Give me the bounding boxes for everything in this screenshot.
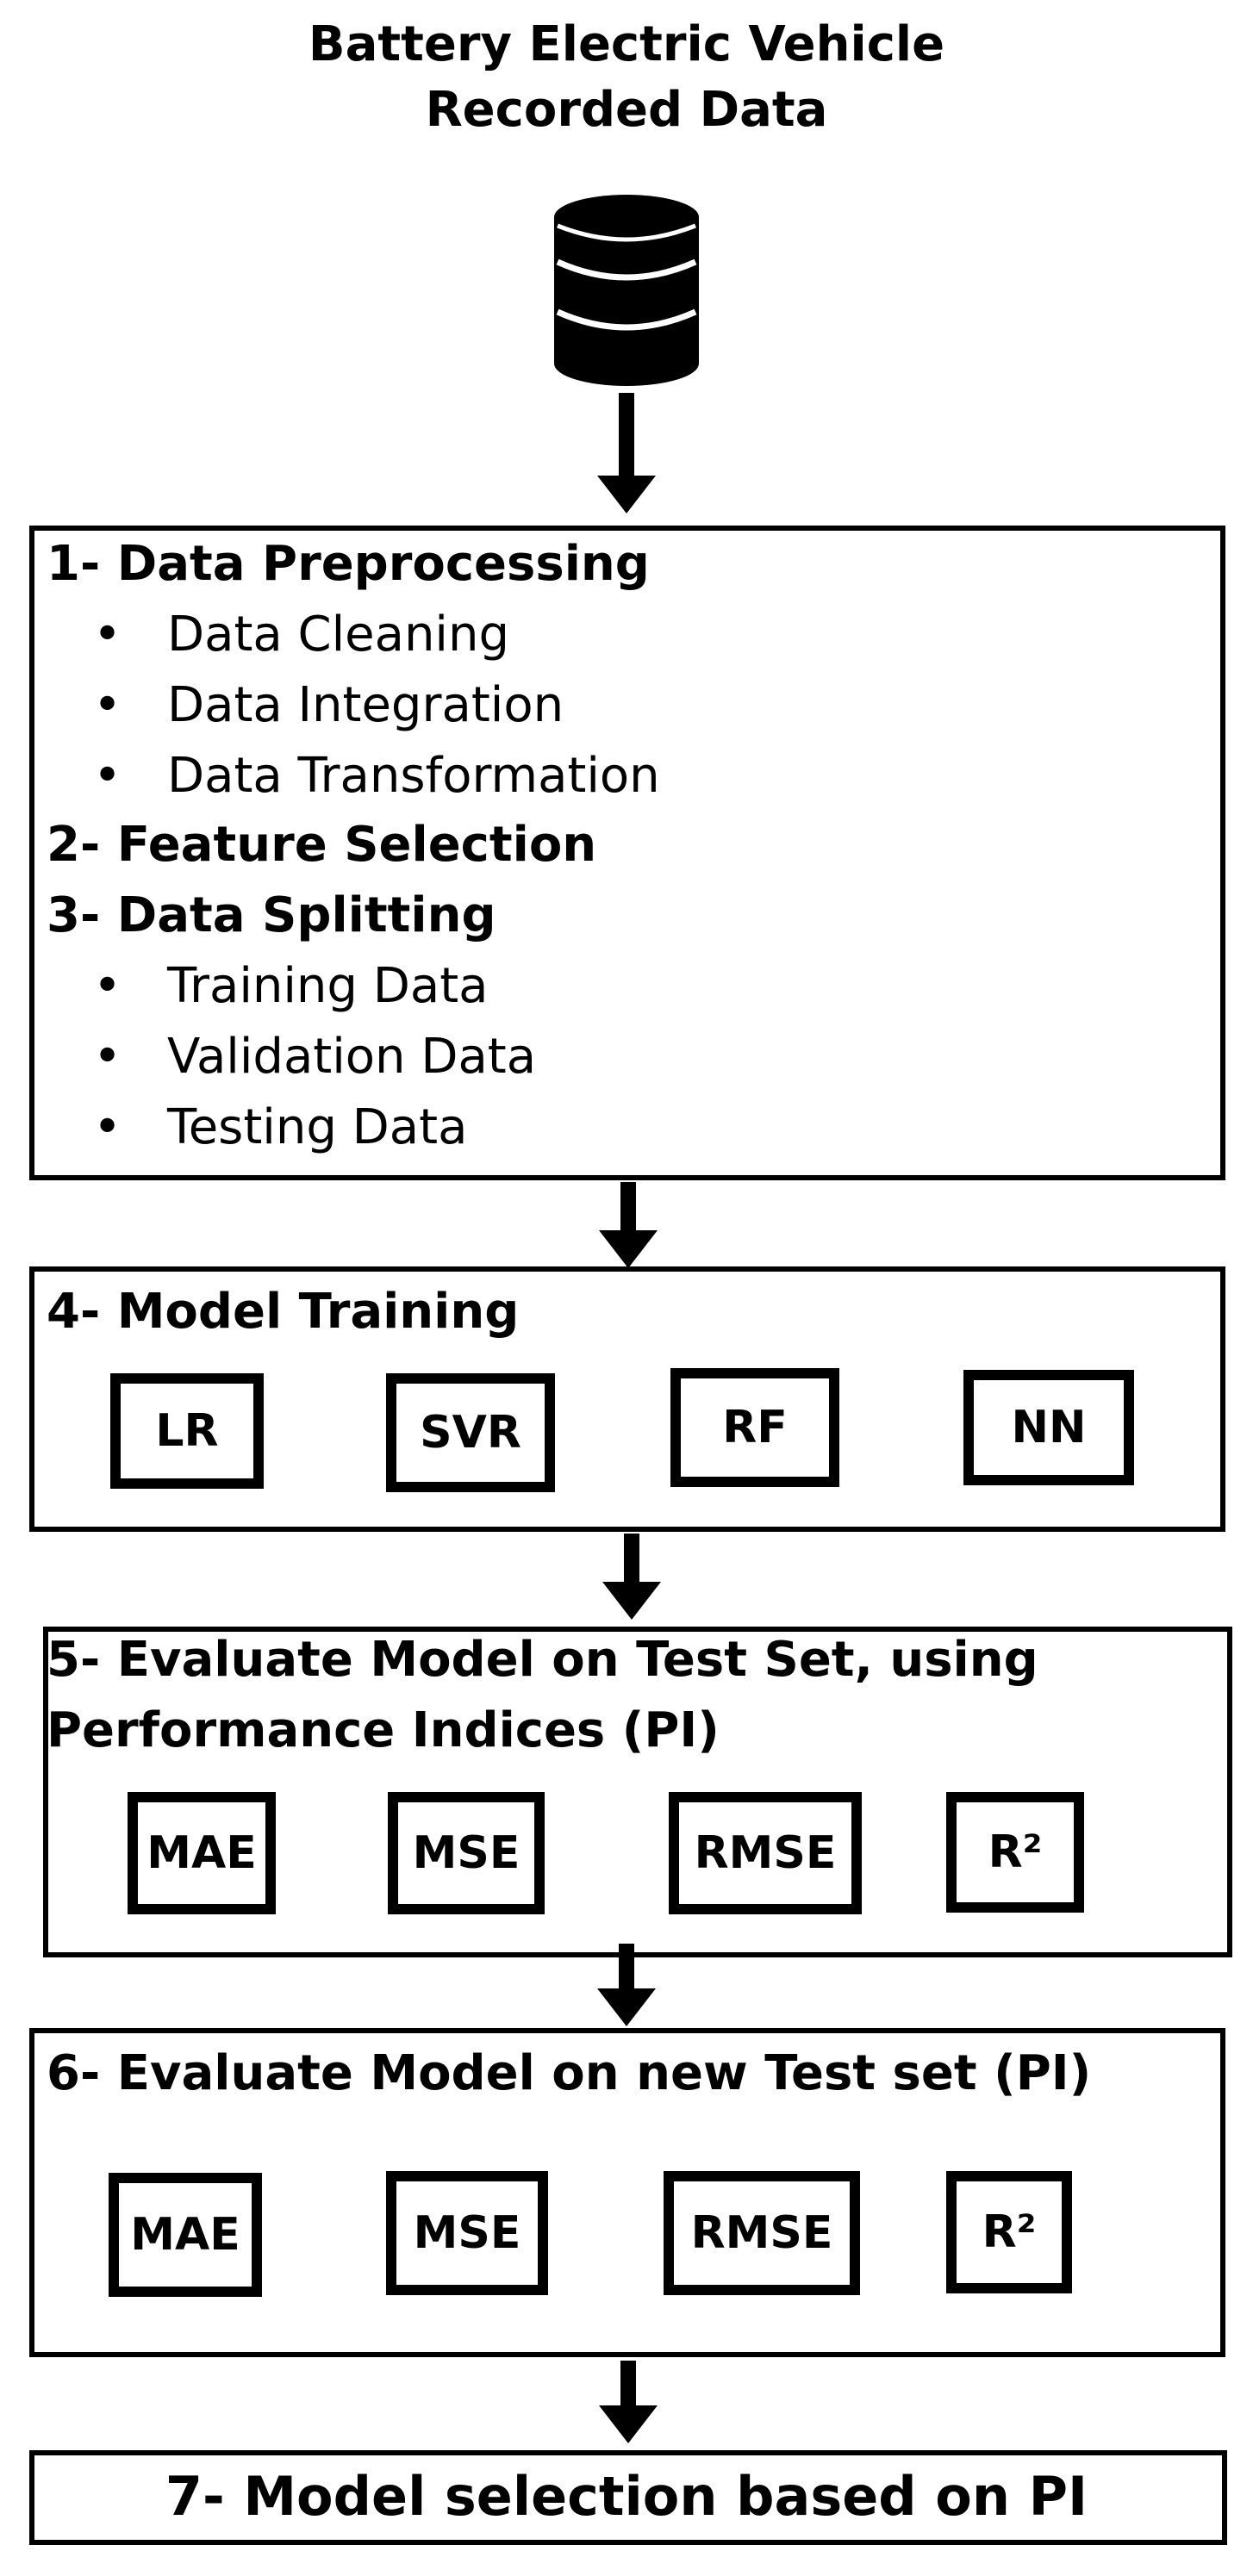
newtest-metric-mae: MAE <box>109 2173 262 2297</box>
model-svr: SVR <box>386 1373 555 1492</box>
test-metric-mae: MAE <box>128 1792 276 1914</box>
model-nn: NN <box>963 1370 1134 1485</box>
newtest-metric-rmse: RMSE <box>664 2171 860 2295</box>
step3-bullet-2: •Validation Data <box>93 1029 537 1085</box>
step7-heading: 7- Model selection based on PI <box>165 2465 1088 2528</box>
newtest-metric-mse: MSE <box>386 2171 548 2295</box>
title-line-2: Recorded Data <box>425 82 828 138</box>
model-lr: LR <box>110 1373 264 1489</box>
test-metric-r2: R² <box>946 1792 1084 1913</box>
newtest-metric-r2: R² <box>946 2171 1072 2293</box>
step2-heading: 2- Feature Selection <box>47 817 597 873</box>
step3-bullet-3: •Testing Data <box>93 1099 468 1155</box>
step1-heading: 1- Data Preprocessing <box>47 536 650 592</box>
step4-heading: 4- Model Training <box>47 1284 520 1340</box>
diagram-title: Battery Electric Vehicle Recorded Data <box>0 12 1253 143</box>
preprocessing-box <box>29 526 1225 1180</box>
selection-box <box>29 2450 1227 2545</box>
step1-bullet-3: •Data Transformation <box>93 748 660 804</box>
step3-heading: 3- Data Splitting <box>47 887 496 943</box>
model-rf: RF <box>670 1368 839 1487</box>
title-line-1: Battery Electric Vehicle <box>308 16 945 72</box>
database-icon <box>554 195 699 386</box>
test-metric-rmse: RMSE <box>669 1792 862 1914</box>
step1-bullet-2: •Data Integration <box>93 677 564 733</box>
step6-heading: 6- Evaluate Model on new Test set (PI) <box>47 2045 1092 2101</box>
step5-heading-line-2: Performance Indices (PI) <box>47 1702 720 1758</box>
test-metric-mse: MSE <box>388 1792 545 1914</box>
step5-heading-line-1: 5- Evaluate Model on Test Set, using <box>47 1632 1038 1688</box>
step1-bullet-1: •Data Cleaning <box>93 607 510 663</box>
step3-bullet-1: •Training Data <box>93 958 489 1014</box>
